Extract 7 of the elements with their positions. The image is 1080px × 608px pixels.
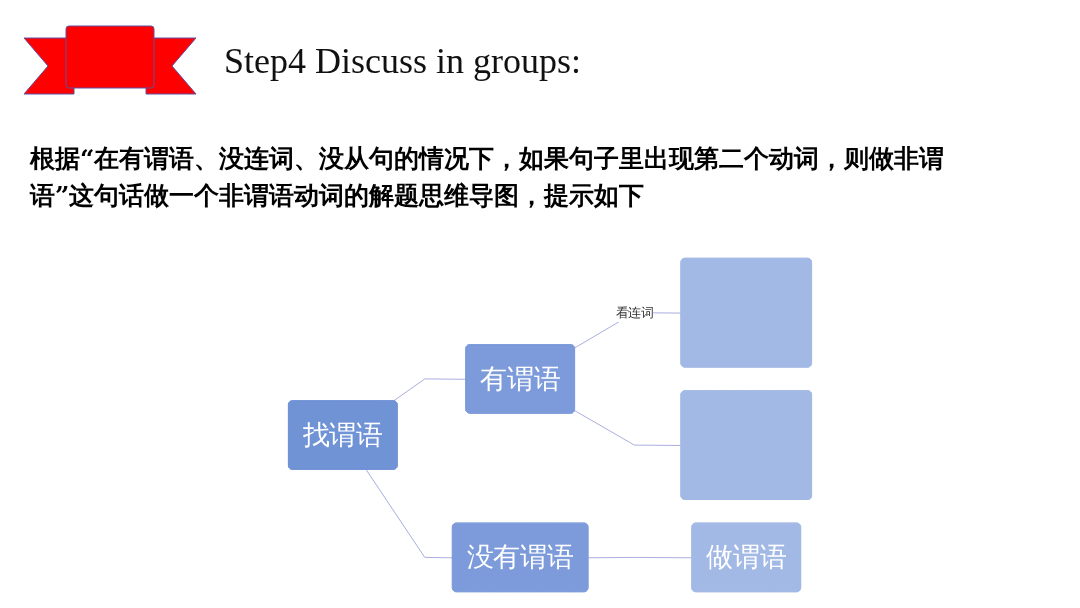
connector — [365, 469, 454, 559]
connector — [587, 556, 693, 559]
edge-label: 看连词 — [615, 304, 654, 320]
connector — [574, 410, 682, 446]
instruction-text: 根据“在有谓语、没连词、没从句的情况下，如果句子里出现第二个动词，则做非谓语”这句话做一个非谓语动词的解题思维导图，提示如下 — [30, 143, 946, 212]
slide-title: Step4 Discuss in groups: — [224, 40, 581, 82]
connector — [392, 378, 467, 402]
